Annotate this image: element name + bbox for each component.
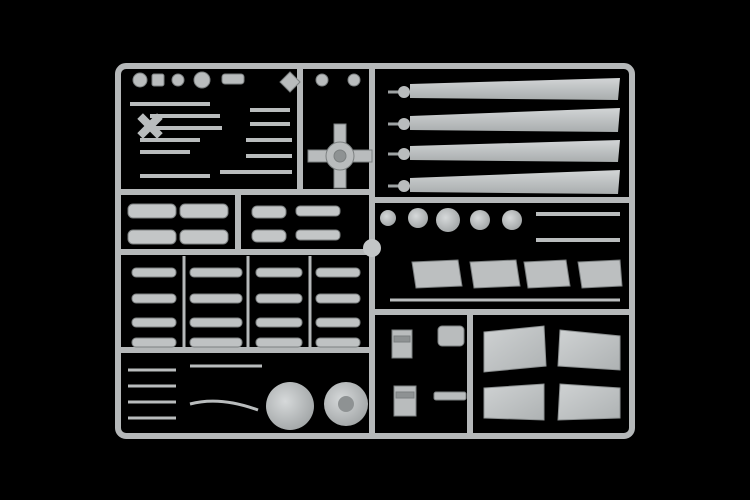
weapon-pods (411, 259, 623, 289)
rotor-blade (410, 170, 620, 194)
fuel-tanks (127, 203, 341, 245)
rotor-blade (410, 78, 620, 100)
small-parts-top-left (132, 71, 361, 93)
missile-sprue-bars (182, 256, 312, 350)
sprue-junction (363, 239, 381, 257)
stub-wings (483, 325, 621, 421)
round-part-disc (266, 382, 314, 430)
sprue-frame (115, 63, 635, 439)
bottom-left-rods (128, 364, 262, 420)
small-rods-left (130, 102, 292, 178)
missile-rows (131, 267, 361, 348)
seats (391, 325, 467, 417)
wheels (380, 208, 522, 232)
rotor-blade (410, 108, 620, 132)
rotor-blades (388, 78, 620, 194)
rotor-hub (307, 123, 373, 189)
rotor-blade (410, 140, 620, 162)
cross-part (137, 113, 163, 139)
right-rods (536, 212, 620, 242)
